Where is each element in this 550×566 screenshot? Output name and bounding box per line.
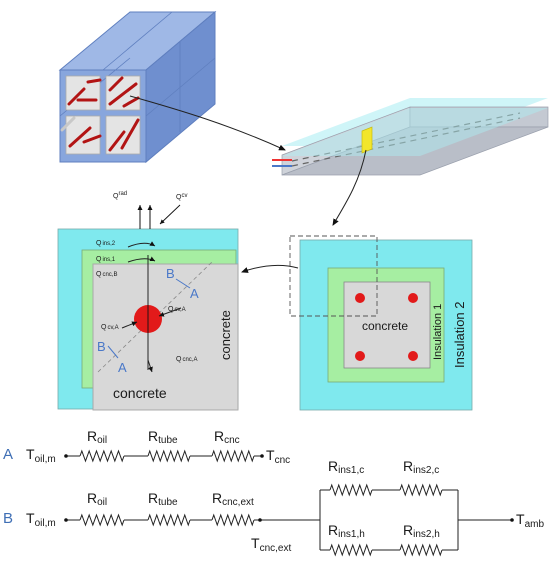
resistor-zigzag [399,483,443,497]
detail-concrete-horizontal-label: concrete [113,385,167,401]
circuit-b-t-amb: Tamb [516,511,544,530]
section-marker-a-bottom: A [118,360,127,375]
insulation1-label: Insulation 1 [432,304,444,360]
q-ins2-label: Qins,2 [96,240,116,247]
resistor-zigzag [399,543,443,557]
circuit-b-r-tube: Rtube [148,490,178,508]
circuit-a-row-label: A [3,446,13,463]
q-cncA-label: Qcnc,A [176,356,197,363]
circuit-b-row-label: B [3,510,13,527]
circuit-a-r-cnc: Rcnc [214,428,240,446]
section-marker-b-top: B [166,266,175,281]
detail-window [289,235,378,317]
circuit-b-r-ins1-h: Rins1,h [328,522,365,540]
detail-concrete-vertical-label: concrete [218,310,233,360]
resistor-zigzag [147,449,191,463]
circuit-b-r-oil: Roil [87,490,107,508]
resistor-zigzag [79,449,125,463]
resistor-zigzag [211,513,255,527]
circuit-a-t-cnc: Tcnc [266,447,290,466]
section-marker-a-top: A [190,286,199,301]
circuit-b-r-ins2-c: Rins2,c [403,458,439,476]
q-cvA-right-label: Qcv,A [168,306,186,313]
zoom-arrow-section-to-detail [241,264,299,273]
resistor-zigzag [329,483,373,497]
resistor-zigzag [79,513,125,527]
circuit-b [64,483,514,557]
circuit-b-r-ins2-h: Rins2,h [403,522,440,540]
resistor-zigzag [329,543,373,557]
zoom-arrow-pipe-to-section [332,149,367,226]
insulation2-label: Insulation 2 [452,302,467,369]
circuit-b-t-oil: Toil,m [26,510,56,529]
circuit-a-t-oil: Toil,m [26,446,56,465]
q-ins1-label: Qins,1 [96,256,116,263]
q-cv-label: Qcv [176,193,187,201]
circuit-b-r-cnc-ext: Rcnc,ext [212,490,254,508]
circuit-b-r-ins1-c: Rins1,c [328,458,364,476]
q-rad-label: Qrad [113,191,127,200]
resistor-zigzag [147,513,191,527]
circuit-a-r-tube: Rtube [148,428,178,446]
zoom-arrow-block-to-pipe [129,95,286,151]
full-section-concrete-label: concrete [362,319,408,333]
q-cncB-label: Qcnc,B [96,271,117,278]
circuit-a [64,449,264,463]
detail-cross-section [57,204,239,411]
full-cross-section [289,235,473,411]
3d-storage-block-icon [58,10,217,164]
circuit-a-r-oil: Roil [87,428,107,446]
3d-pipe-module-icon [272,98,549,176]
resistor-zigzag [211,449,255,463]
circuit-b-t-cnc-ext: Tcnc,ext [251,535,291,554]
q-cvA-left-label: Qcv,A [101,324,119,331]
section-marker-b-bottom: B [97,339,106,354]
